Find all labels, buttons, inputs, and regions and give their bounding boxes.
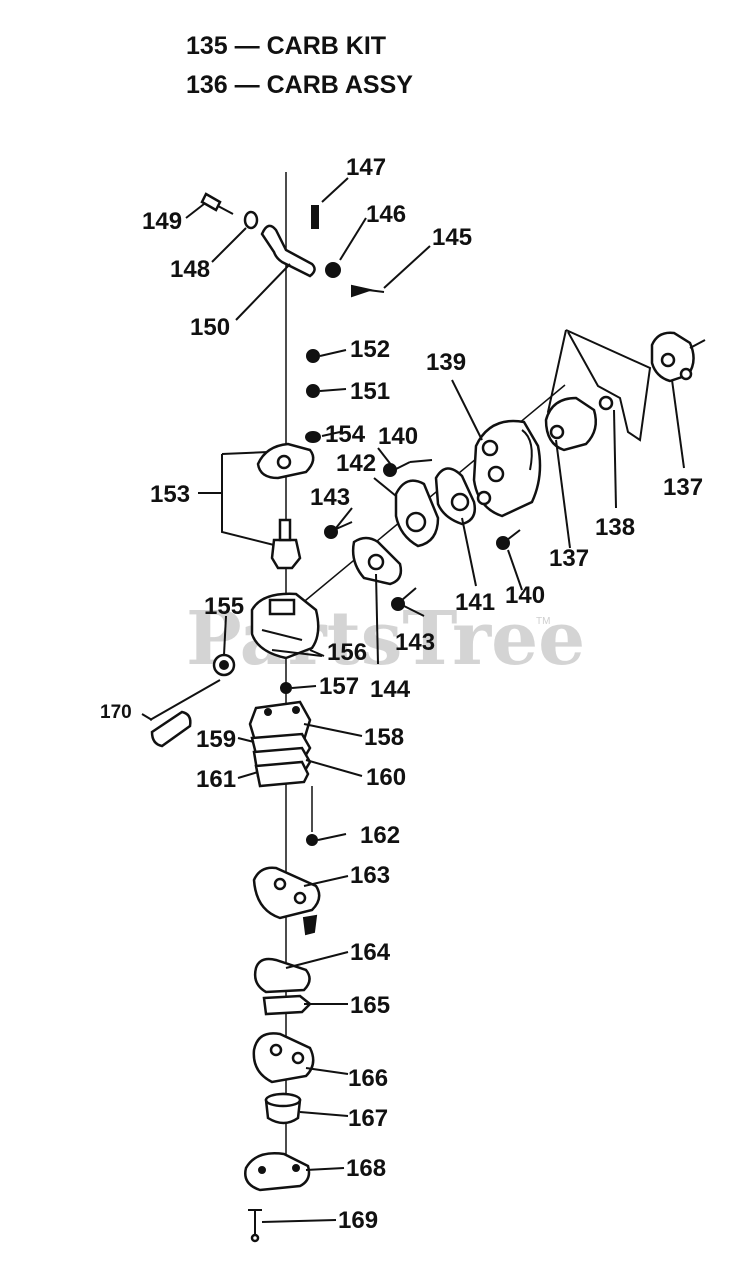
label-170: 170	[100, 702, 132, 723]
label-168: 168	[346, 1155, 386, 1182]
label-157: 157	[319, 673, 359, 700]
label-167: 167	[348, 1105, 388, 1132]
part-164-diaphragm[interactable]	[253, 957, 311, 994]
part-161-gasket[interactable]	[254, 760, 310, 788]
part-149-screw[interactable]	[200, 192, 234, 215]
label-145: 145	[432, 224, 472, 251]
label-169: 169	[338, 1207, 378, 1234]
part-167-primer-bulb[interactable]	[264, 1092, 302, 1125]
part-168-retainer[interactable]	[244, 1152, 311, 1192]
part-143-screw-bottom[interactable]	[391, 587, 417, 611]
label-137-left: 137	[549, 545, 589, 572]
pump-section	[248, 700, 313, 832]
part-170-tube[interactable]	[149, 679, 221, 748]
leader-lines	[141, 177, 685, 1223]
label-147: 147	[346, 154, 386, 181]
part-156-gasket[interactable]	[271, 649, 323, 657]
part-143-screw-top[interactable]	[324, 521, 353, 539]
part-165-gasket[interactable]	[262, 994, 312, 1016]
label-146: 146	[366, 201, 406, 228]
header-carb-kit: 135 — CARB KIT	[186, 32, 386, 60]
part-157-ball[interactable]	[280, 682, 292, 694]
label-155: 155	[204, 593, 244, 620]
label-152: 152	[350, 336, 390, 363]
part-labels: 147 146 145 149 148 150 152 151 139 154 …	[100, 154, 703, 1234]
label-150: 150	[190, 314, 230, 341]
label-143-bottom: 143	[395, 629, 435, 656]
part-146-ball[interactable]	[325, 262, 341, 278]
label-166: 166	[348, 1065, 388, 1092]
label-156: 156	[327, 639, 367, 666]
part-145-screw[interactable]	[351, 284, 385, 298]
label-148: 148	[170, 256, 210, 283]
label-163: 163	[350, 862, 390, 889]
part-147-pin[interactable]	[311, 205, 319, 229]
label-140-top: 140	[378, 423, 418, 450]
part-166-cover[interactable]	[252, 1032, 315, 1084]
diagram-header: 135 — CARB KIT 136 — CARB ASSY	[186, 32, 413, 99]
group-153-bracket-line	[221, 454, 287, 549]
part-162-screw[interactable]	[306, 834, 318, 846]
intake-group	[324, 329, 706, 611]
label-162: 162	[360, 822, 400, 849]
part-152-spring-seat[interactable]	[306, 349, 320, 363]
part-140-screw-bottom[interactable]	[496, 529, 521, 550]
label-159: 159	[196, 726, 236, 753]
part-154-washer[interactable]	[305, 431, 321, 443]
part-155-screw[interactable]	[212, 653, 236, 677]
label-164: 164	[350, 939, 391, 966]
label-144: 144	[370, 676, 411, 703]
label-153: 153	[150, 481, 190, 508]
header-carb-assy: 136 — CARB ASSY	[186, 71, 413, 99]
part-137-fitting-right[interactable]	[650, 331, 706, 383]
label-154: 154	[325, 421, 366, 448]
label-149: 149	[142, 208, 182, 235]
label-158: 158	[364, 724, 404, 751]
label-151: 151	[350, 378, 390, 405]
throttle-group-153	[221, 442, 315, 570]
choke-linkage-group	[200, 192, 385, 298]
label-160: 160	[366, 764, 406, 791]
part-140-screw-top[interactable]	[383, 461, 411, 477]
part-163-metering-body[interactable]	[252, 866, 321, 936]
label-143-top: 143	[310, 484, 350, 511]
label-140-bottom: 140	[505, 582, 545, 609]
carburetor-main-body[interactable]	[250, 592, 320, 660]
part-150-choke-lever[interactable]	[260, 224, 316, 278]
label-161: 161	[196, 766, 236, 793]
part-138-bracket[interactable]	[565, 329, 652, 442]
carburetor-body	[149, 592, 323, 748]
part-139-intake-body[interactable]	[472, 419, 542, 518]
label-142: 142	[336, 450, 376, 477]
part-151-ball[interactable]	[306, 384, 320, 398]
part-153-throttle-shaft[interactable]	[270, 538, 302, 570]
label-139: 139	[426, 349, 466, 376]
label-141: 141	[455, 589, 495, 616]
watermark-trademark: TM	[536, 616, 550, 627]
label-137-right: 137	[663, 474, 703, 501]
label-165: 165	[350, 992, 390, 1019]
part-148-washer[interactable]	[243, 210, 259, 230]
label-138: 138	[595, 514, 635, 541]
part-169-screw[interactable]	[248, 1209, 262, 1243]
part-137-fitting-left[interactable]	[544, 395, 614, 452]
